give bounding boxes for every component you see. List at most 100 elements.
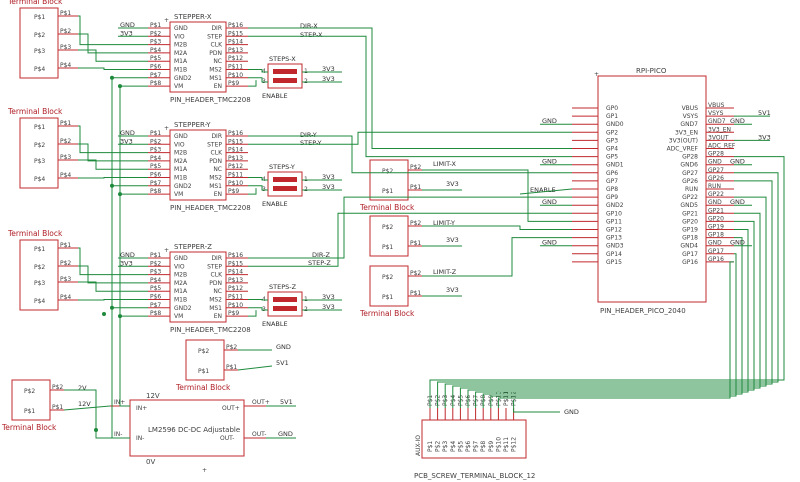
net-3v3: 3V3 — [120, 29, 133, 37]
pico-left-pin: GND0 — [606, 121, 624, 128]
pad-label: P$10 — [228, 72, 243, 79]
pad-label: P$9 — [228, 80, 239, 87]
net-3v3: 3V3 — [446, 180, 459, 188]
junction-dot — [110, 183, 114, 188]
terminal-pad-label: P$4 — [60, 172, 71, 179]
stepper-left-pin: M2B — [174, 42, 187, 49]
pad-label: P$7 — [150, 72, 161, 79]
dip-switch-title: STEPS-X — [269, 55, 296, 63]
stepper-left-pin: M2A — [174, 50, 188, 57]
net-3v3: 3V3 — [446, 236, 459, 244]
pico-left-pin: GP13 — [606, 235, 622, 242]
stepper-right-pin: EN — [214, 83, 222, 90]
pad-label: P$9 — [228, 188, 239, 195]
wire — [459, 212, 761, 408]
stepper-left-pin: M2A — [174, 158, 188, 165]
stepper-right-pin: STEP — [207, 141, 222, 148]
dip-switch-lever — [273, 177, 297, 182]
net-gnd: GND — [542, 239, 557, 247]
pad-label: P$14 — [228, 39, 243, 46]
stepper-title: STEPPER-Y — [174, 121, 211, 129]
pico-left-pin: GP15 — [606, 259, 622, 266]
terminal-pad-label: P$2 — [60, 260, 71, 267]
pad-label: P$13 — [228, 47, 243, 54]
stepper-right-pin: MS1 — [209, 75, 222, 82]
net-12v: 12V — [78, 400, 91, 408]
junction-dot — [118, 84, 122, 89]
stepper-right-pin: MS1 — [209, 183, 222, 190]
limit-switch-z: LIMIT-Z — [433, 268, 457, 276]
stepper-right-pin: EN — [214, 313, 222, 320]
pad-label: P$15 — [228, 260, 243, 267]
terminal-block-title: Terminal Block — [7, 107, 63, 116]
screw-terminal-body — [421, 419, 527, 459]
stepper-left-pin: M1A — [174, 288, 188, 295]
net-3v3: 3V3 — [758, 133, 771, 141]
wire — [248, 299, 268, 301]
net-step-y: STEP-Y — [300, 139, 322, 147]
terminal-block-body — [19, 7, 59, 79]
pad-label: P$6 — [150, 64, 161, 71]
pico-left-pin: GP0 — [606, 105, 618, 112]
stepper-left-pin: M2A — [174, 280, 188, 287]
pico-right-pin: GP18 — [682, 235, 698, 242]
pad-out-plus: OUT+ — [252, 399, 270, 406]
stepper-right-pin: NC — [213, 58, 222, 65]
pico-right-net: VSYS — [708, 110, 724, 117]
stepper-right-pin: NC — [213, 288, 222, 295]
net-dir-y: DIR-Y — [300, 131, 317, 139]
terminal-pin-label: P$4 — [34, 298, 45, 305]
pad-label: P$8 — [150, 310, 161, 317]
pad-label: P$1 — [150, 252, 161, 259]
regulator-out-plus: OUT+ — [222, 405, 240, 412]
stepper-footer: PIN_HEADER_TMC2208 — [170, 204, 251, 212]
net-step-z: STEP-Z — [308, 259, 331, 267]
net-3v3: 3V3 — [120, 259, 133, 267]
screw-pin-label: P$3 — [442, 441, 449, 452]
pad-label: P$5 — [150, 55, 161, 62]
pad-label: P$11 — [228, 172, 243, 179]
terminal-pin-label: P$4 — [34, 66, 45, 73]
net-gnd: GND — [120, 21, 135, 29]
pad-label: P$6 — [150, 294, 161, 301]
pico-right-pin: GND5 — [680, 202, 698, 209]
pico-right-net: GND — [708, 199, 722, 206]
wire — [482, 237, 743, 408]
pad-label: P$3 — [150, 39, 161, 46]
stepper-body — [169, 21, 227, 93]
pico-right-net: GND — [708, 240, 722, 247]
pad-label: P$7 — [150, 302, 161, 309]
net-5v1: 5V1 — [280, 398, 293, 406]
junction-dot — [102, 312, 106, 316]
wire — [248, 212, 572, 267]
terminal-pad-label: P$3 — [60, 276, 71, 283]
pico-left-pin: GP10 — [606, 210, 622, 217]
net-gnd: GND — [120, 129, 135, 137]
terminal-pin-label: P$1 — [382, 188, 393, 195]
wire — [475, 229, 749, 408]
dip-switch-enable: ENABLE — [262, 200, 288, 208]
pico-left-pin: GP2 — [606, 129, 618, 136]
pico-left-pin: GP1 — [606, 113, 618, 120]
net-3v3: 3V3 — [322, 293, 335, 301]
pad-label: P$4 — [150, 47, 161, 54]
screw-pin-label: P$1 — [427, 441, 434, 452]
pad-label: P$15 — [228, 30, 243, 37]
stepper-right-pin: DIR — [211, 255, 222, 262]
pad-label: P$4 — [150, 277, 161, 284]
pico-right-net: GND — [708, 159, 722, 166]
net-gnd: GND — [564, 408, 579, 416]
pad-label: P$3 — [150, 147, 161, 154]
origin-mark: + — [164, 17, 169, 24]
pico-right-net: VBUS — [708, 102, 725, 109]
stepper-title: STEPPER-X — [174, 13, 212, 21]
pico-right-net: GP22 — [708, 191, 724, 198]
stepper-left-pin: VM — [174, 83, 183, 90]
pico-right-pin: GP17 — [682, 251, 698, 258]
net-2v: 2V — [78, 384, 87, 392]
pico-right-pin: GP20 — [682, 218, 698, 225]
dip-switch-enable: ENABLE — [262, 92, 288, 100]
dip-switch-body — [267, 63, 303, 89]
